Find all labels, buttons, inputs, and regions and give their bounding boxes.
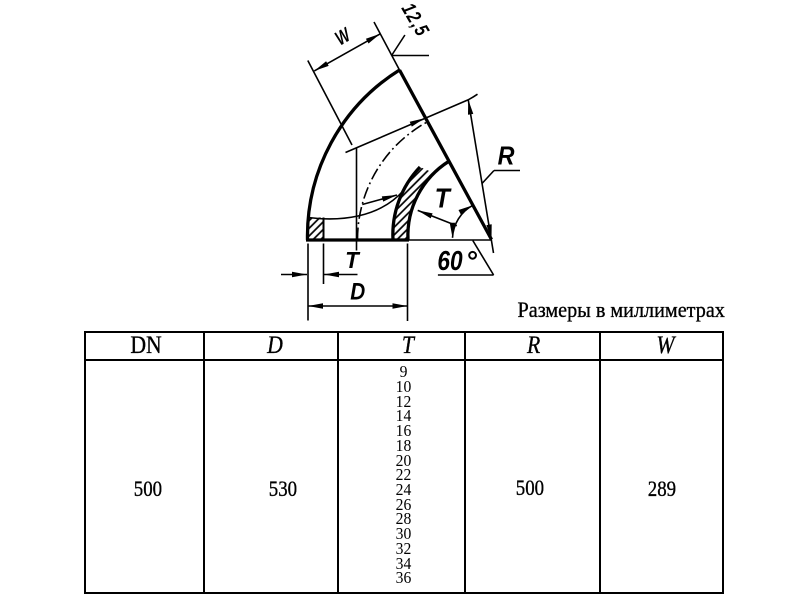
svg-text:R: R: [498, 142, 515, 171]
svg-text:60: 60: [437, 246, 462, 277]
svg-text:W: W: [331, 23, 355, 50]
svg-text:T: T: [435, 182, 452, 213]
svg-text:12,5: 12,5: [397, 0, 434, 41]
svg-text:T: T: [345, 246, 361, 273]
svg-text:D: D: [350, 278, 365, 305]
